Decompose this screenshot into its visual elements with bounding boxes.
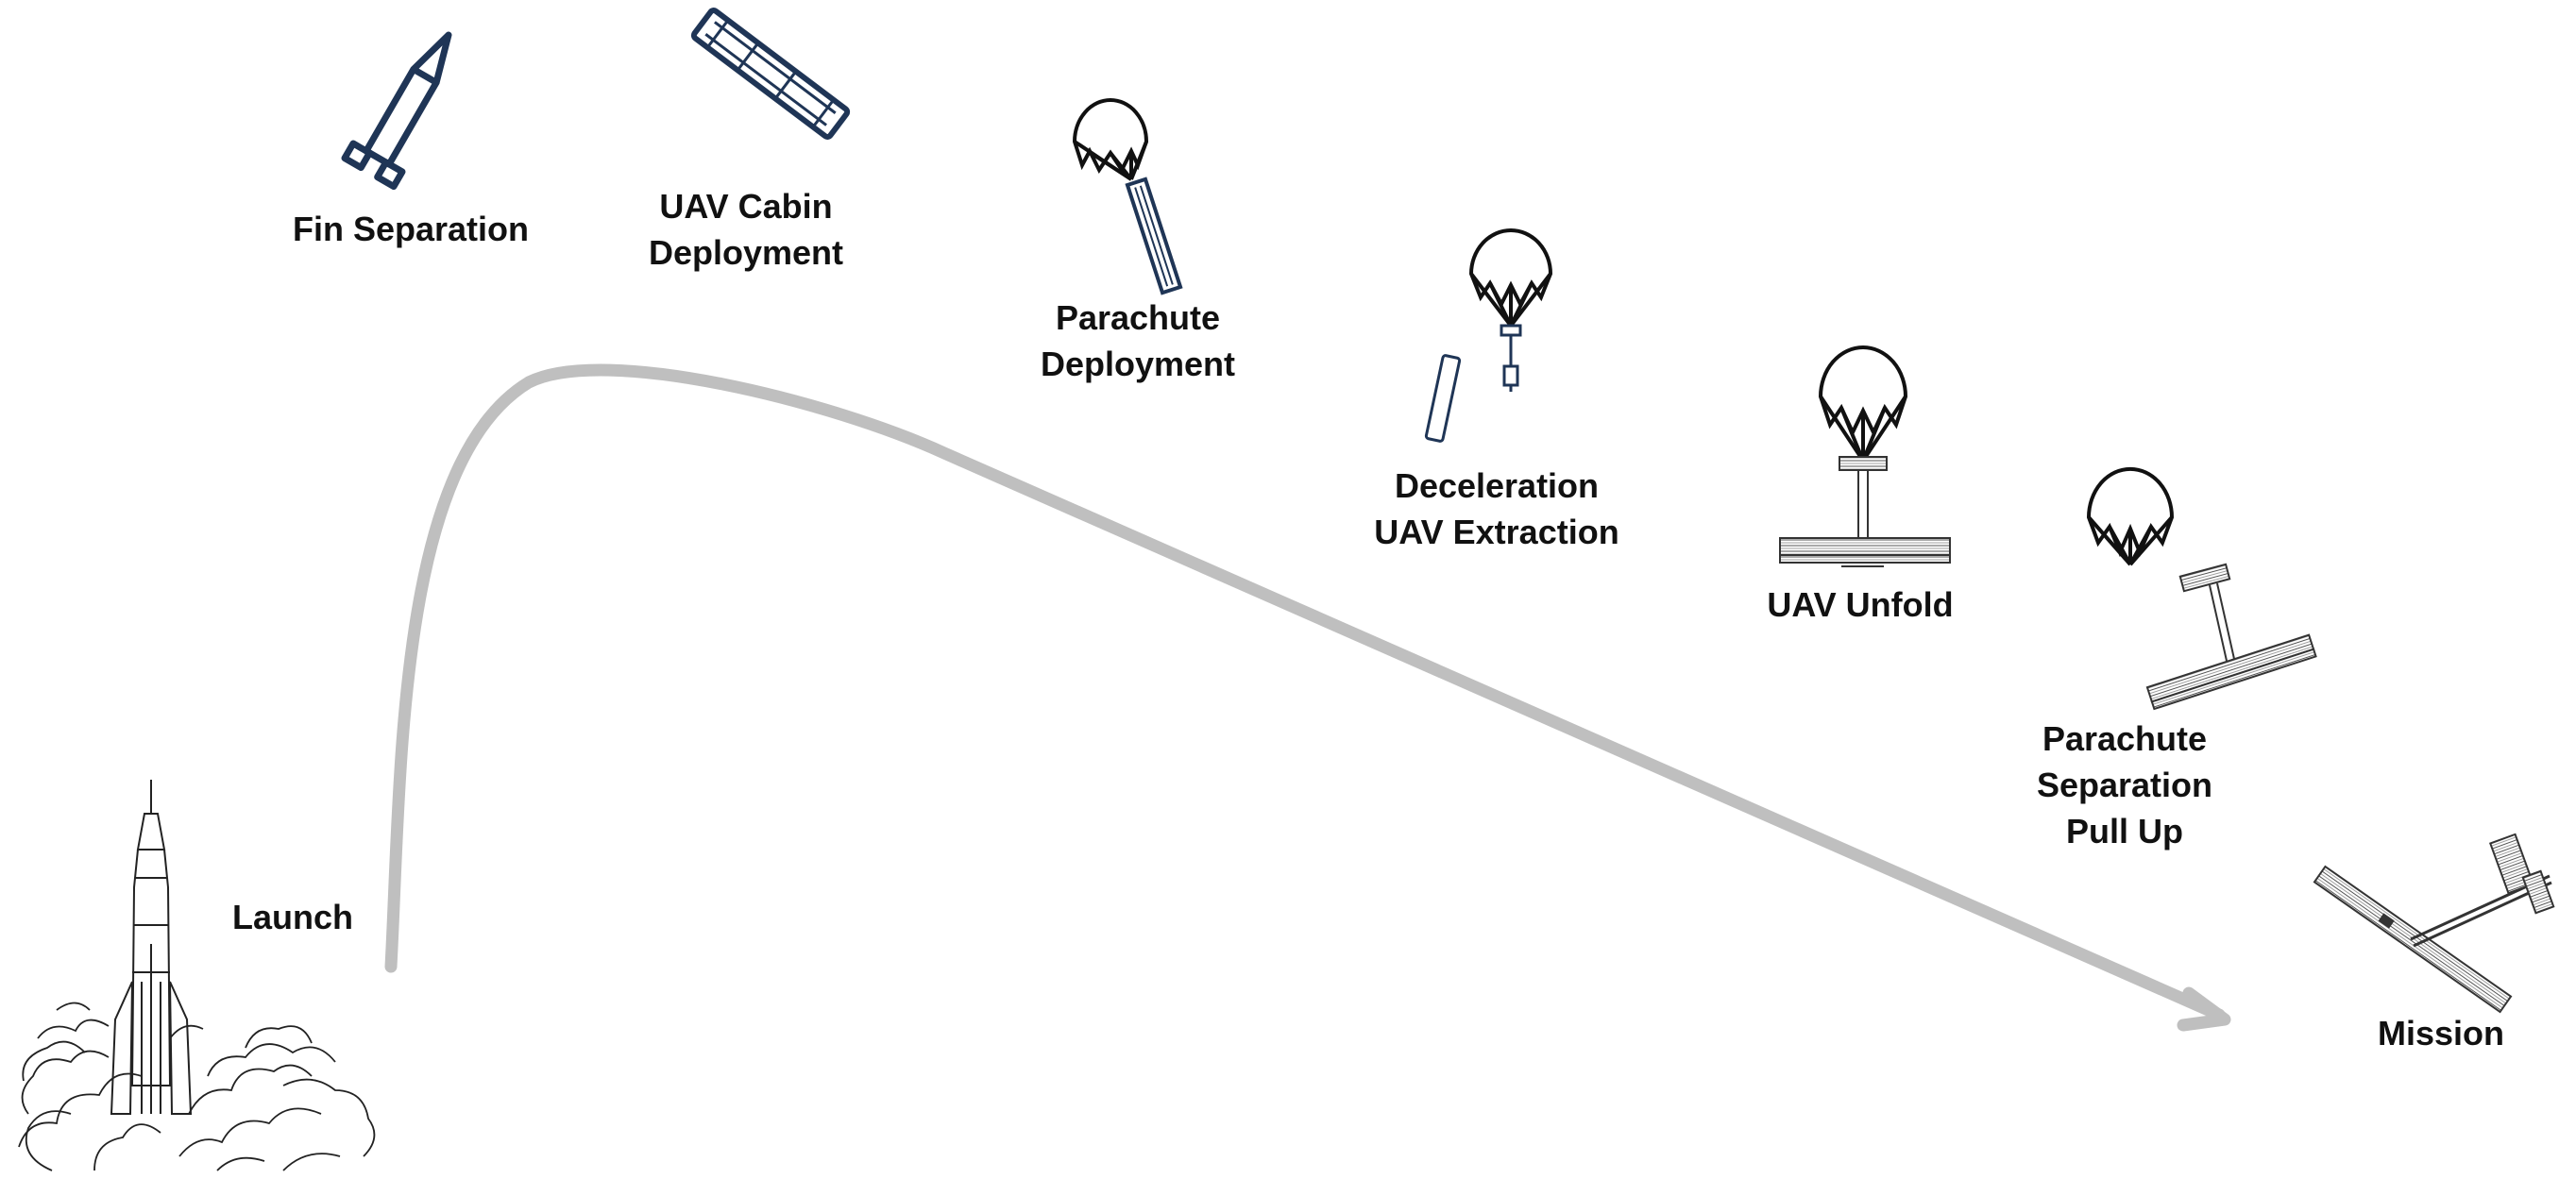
stage-label-parachute-separation-pull-up: Parachute Separation Pull Up bbox=[1983, 716, 2266, 854]
stage-label-line: Parachute bbox=[1055, 298, 1221, 337]
parachute-separation-icon bbox=[2086, 466, 2317, 711]
stage-label-line: Pull Up bbox=[2066, 812, 2183, 851]
parachute-canopy-icon bbox=[1072, 98, 1149, 181]
trajectory-arrow bbox=[384, 363, 2231, 1032]
launch-clouds-icon bbox=[18, 1002, 376, 1171]
rocket-body-icon bbox=[110, 780, 193, 1115]
stage-label-line: Deployment bbox=[1040, 345, 1236, 383]
uav-flight-icon bbox=[2313, 833, 2555, 1014]
parachute-uav-unfold-icon bbox=[1779, 345, 1951, 567]
stage-label-line: Parachute bbox=[2042, 719, 2208, 758]
stage-label-uav-cabin-deployment: UAV Cabin Deployment bbox=[604, 183, 888, 276]
uav-cabin-icon bbox=[690, 8, 851, 140]
trajectory-path bbox=[384, 363, 2226, 1021]
stage-label-line: UAV Cabin bbox=[659, 187, 833, 226]
parachute-extraction-icon bbox=[1424, 228, 1553, 443]
trajectory-arrowhead bbox=[2177, 986, 2231, 1032]
stage-label-line: UAV Extraction bbox=[1374, 513, 1619, 551]
stage-label-line: Fin Separation bbox=[292, 210, 530, 248]
stage-label-fin-separation: Fin Separation bbox=[255, 206, 567, 252]
stage-label-line: Mission bbox=[2377, 1014, 2504, 1053]
stage-label-line: Deployment bbox=[648, 233, 844, 272]
rocket-fin-icon bbox=[341, 31, 452, 191]
stage-label-parachute-deployment: Parachute Deployment bbox=[996, 295, 1280, 387]
stage-label-line: Separation bbox=[2036, 766, 2213, 804]
stage-label-mission: Mission bbox=[2323, 1010, 2559, 1056]
stage-label-deceleration-uav-extraction: Deceleration UAV Extraction bbox=[1355, 463, 1638, 555]
stage-label-line: UAV Unfold bbox=[1767, 585, 1954, 624]
stage-label-line: Deceleration bbox=[1394, 466, 1600, 505]
parachute-cabin-icon bbox=[1072, 98, 1183, 295]
rocket-launch-sketch-icon bbox=[18, 780, 376, 1171]
stage-label-line: Launch bbox=[231, 898, 353, 936]
stage-label-uav-unfold: UAV Unfold bbox=[1737, 581, 1983, 628]
stage-label-launch: Launch bbox=[179, 894, 406, 940]
